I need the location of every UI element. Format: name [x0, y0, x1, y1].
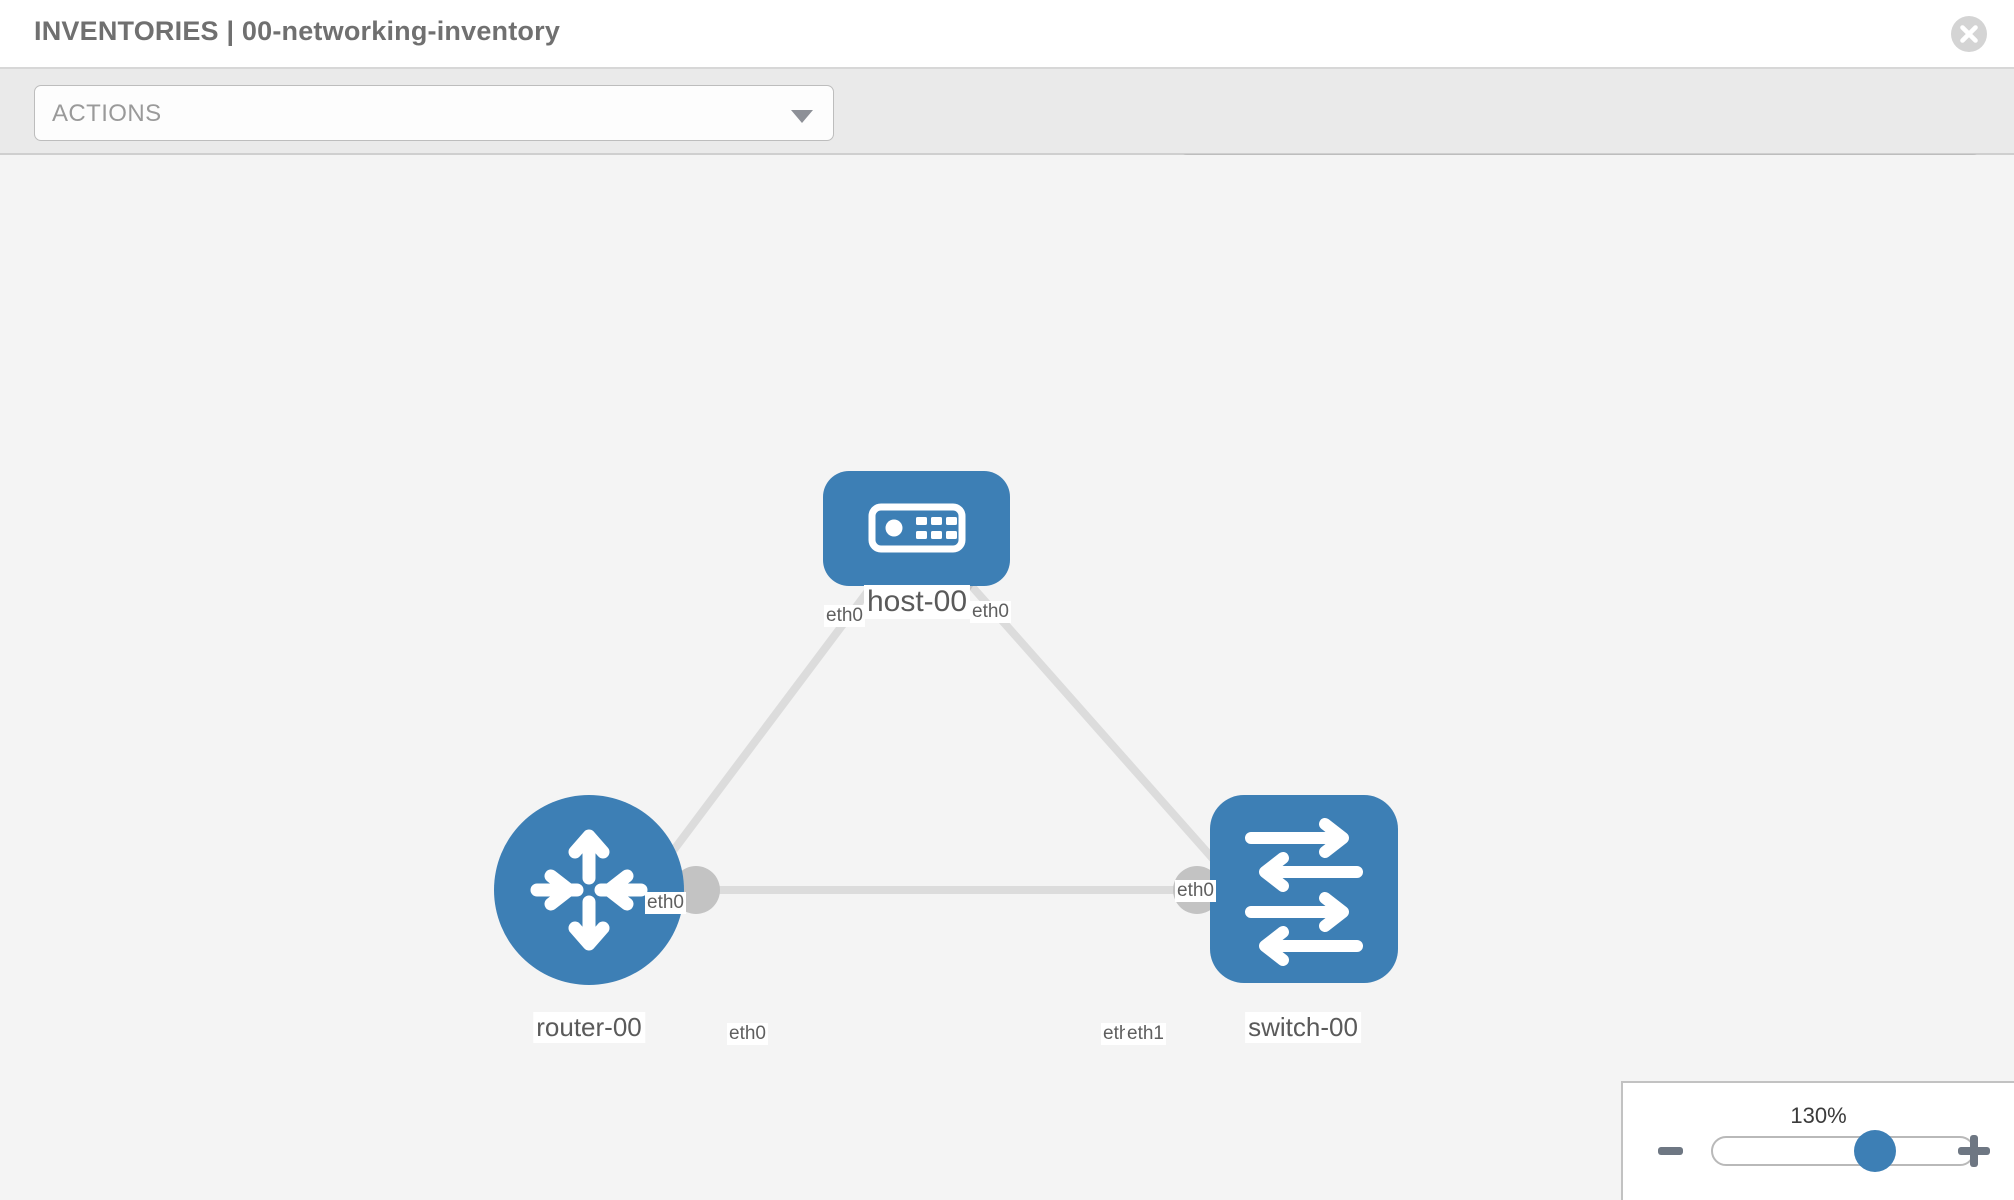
zoom-slider-thumb[interactable]	[1853, 1130, 1896, 1172]
chevron-down-icon	[791, 110, 813, 123]
zoom-slider-track[interactable]	[1711, 1136, 1975, 1166]
page-title: INVENTORIES | 00-networking-inventory	[34, 16, 561, 46]
close-icon[interactable]	[1951, 16, 1987, 52]
topology-graph	[494, 471, 1398, 985]
iface-label-switch-up: eth0	[1175, 880, 1216, 902]
node-label-router-00: router-00	[533, 1012, 645, 1043]
switch-arrows-icon	[1245, 818, 1363, 966]
actions-dropdown-label: ACTIONS	[52, 100, 162, 127]
iface-label-switch-left-eth1: eth1	[1125, 1023, 1166, 1045]
iface-label-host-left: eth0	[824, 605, 865, 627]
toolbar: ACTIONS SEARCH	[0, 69, 2014, 210]
link-host-switch	[957, 570, 1248, 898]
node-label-host-00: host-00	[863, 585, 971, 619]
actions-dropdown[interactable]: ACTIONS	[34, 85, 834, 141]
node-label-switch-00: switch-00	[1245, 1012, 1361, 1043]
node-switch-00[interactable]	[1210, 795, 1398, 983]
node-host-00[interactable]	[823, 471, 1010, 586]
node-router-00[interactable]	[494, 795, 684, 985]
topology-canvas[interactable]: host-00 router-00 switch-00 eth0 eth0 et…	[0, 155, 2014, 1200]
iface-label-router-right: eth0	[727, 1023, 768, 1045]
topology-links	[636, 570, 1250, 898]
plus-icon[interactable]	[1958, 1135, 1990, 1167]
minus-icon[interactable]	[1658, 1147, 1683, 1155]
router-arrows-icon	[530, 829, 648, 951]
iface-label-router-up: eth0	[645, 892, 686, 914]
page-header: INVENTORIES | 00-networking-inventory	[0, 0, 2014, 69]
zoom-control-panel: 130%	[1621, 1081, 2014, 1200]
zoom-percent-label: 130%	[1790, 1103, 1847, 1128]
iface-label-host-right: eth0	[970, 601, 1011, 623]
link-host-router	[636, 572, 884, 898]
server-icon	[868, 503, 966, 553]
